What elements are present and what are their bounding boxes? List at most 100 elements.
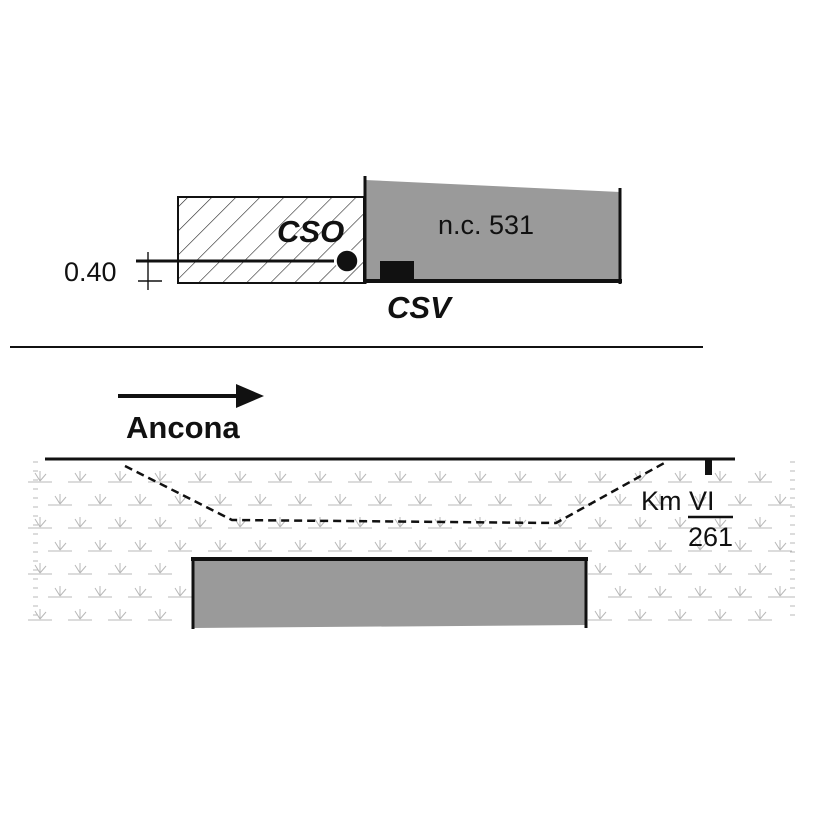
terrain-mark [334, 494, 347, 505]
direction-label: Ancona [126, 410, 240, 445]
terrain-mark [94, 494, 107, 505]
terrain-mark [494, 540, 507, 551]
terrain-mark [654, 494, 667, 505]
terrain-mark [634, 517, 647, 528]
terrain-mark [594, 517, 607, 528]
terrain-mark [674, 471, 687, 482]
terrain-mark [474, 471, 487, 482]
terrain-mark [774, 494, 787, 505]
terrain-mark [34, 517, 47, 528]
terrain-mark [494, 494, 507, 505]
terrain-mark [594, 563, 607, 574]
terrain-mark [114, 517, 127, 528]
terrain-mark [114, 609, 127, 620]
terrain-mark [314, 471, 327, 482]
terrain-mark [274, 471, 287, 482]
terrain-mark [94, 540, 107, 551]
terrain-mark [694, 494, 707, 505]
terrain-mark [694, 586, 707, 597]
terrain-mark [714, 609, 727, 620]
terrain-mark [354, 471, 367, 482]
terrain-mark [154, 563, 167, 574]
terrain-mark [754, 563, 767, 574]
terrain-mark [714, 517, 727, 528]
terrain-mark [714, 471, 727, 482]
terrain-mark [774, 586, 787, 597]
terrain-mark [654, 586, 667, 597]
km-label-line1: Km VI [641, 486, 715, 516]
terrain-mark [454, 494, 467, 505]
terrain-mark [654, 540, 667, 551]
terrain-mark [694, 540, 707, 551]
terrain-mark [114, 563, 127, 574]
depth-label: 0.40 [64, 257, 117, 287]
terrain-mark [394, 471, 407, 482]
terrain-mark [714, 563, 727, 574]
terrain-mark [134, 494, 147, 505]
terrain-mark [534, 540, 547, 551]
excavation-dashed-profile [124, 460, 667, 525]
cross-section: n.c. 531 CSO CSV 0.40 [64, 176, 622, 325]
terrain-mark [754, 471, 767, 482]
terrain-mark [54, 494, 67, 505]
terrain-mark [754, 517, 767, 528]
terrain-mark [54, 586, 67, 597]
terrain-mark [34, 563, 47, 574]
terrain-mark [154, 517, 167, 528]
csv-marker [380, 261, 414, 281]
terrain-mark [594, 471, 607, 482]
longitudinal-profile: Ancona Km VI 261 [28, 384, 795, 629]
terrain-mark [194, 471, 207, 482]
terrain-mark [374, 494, 387, 505]
csv-label: CSV [387, 290, 453, 325]
terrain-mark [254, 540, 267, 551]
structure-label: n.c. 531 [438, 210, 534, 240]
terrain-mark [174, 494, 187, 505]
terrain-mark [294, 494, 307, 505]
terrain-mark [194, 517, 207, 528]
terrain-mark [114, 471, 127, 482]
terrain-mark [74, 471, 87, 482]
terrain-mark [614, 586, 627, 597]
terrain-mark [734, 586, 747, 597]
cso-hatched-block [177, 196, 365, 284]
terrain-mark [34, 471, 47, 482]
terrain-mark [214, 494, 227, 505]
terrain-mark [74, 609, 87, 620]
terrain-mark [514, 471, 527, 482]
terrain-mark [294, 540, 307, 551]
terrain-mark [54, 540, 67, 551]
buried-structure [193, 560, 586, 628]
cso-pipe-circle [335, 249, 359, 273]
terrain-mark [94, 586, 107, 597]
terrain-mark [214, 540, 227, 551]
terrain-mark [774, 540, 787, 551]
terrain-mark [174, 540, 187, 551]
terrain-mark [254, 494, 267, 505]
terrain-mark [334, 540, 347, 551]
km-marker-post [705, 459, 712, 475]
terrain-mark [414, 494, 427, 505]
terrain-mark [574, 540, 587, 551]
terrain-mark [234, 471, 247, 482]
structure-531-block [365, 180, 620, 281]
terrain-mark [154, 471, 167, 482]
terrain-mark [674, 563, 687, 574]
terrain-mark [174, 586, 187, 597]
terrain-mark [574, 494, 587, 505]
terrain-mark [454, 540, 467, 551]
terrain-mark [134, 540, 147, 551]
terrain-mark [534, 494, 547, 505]
terrain-mark [434, 471, 447, 482]
terrain-mark [594, 609, 607, 620]
terrain-mark [374, 540, 387, 551]
terrain-mark [134, 586, 147, 597]
cso-label: CSO [277, 214, 344, 249]
terrain-texture [28, 461, 795, 621]
terrain-mark [34, 609, 47, 620]
terrain-mark [154, 609, 167, 620]
terrain-mark [614, 494, 627, 505]
terrain-mark [634, 609, 647, 620]
